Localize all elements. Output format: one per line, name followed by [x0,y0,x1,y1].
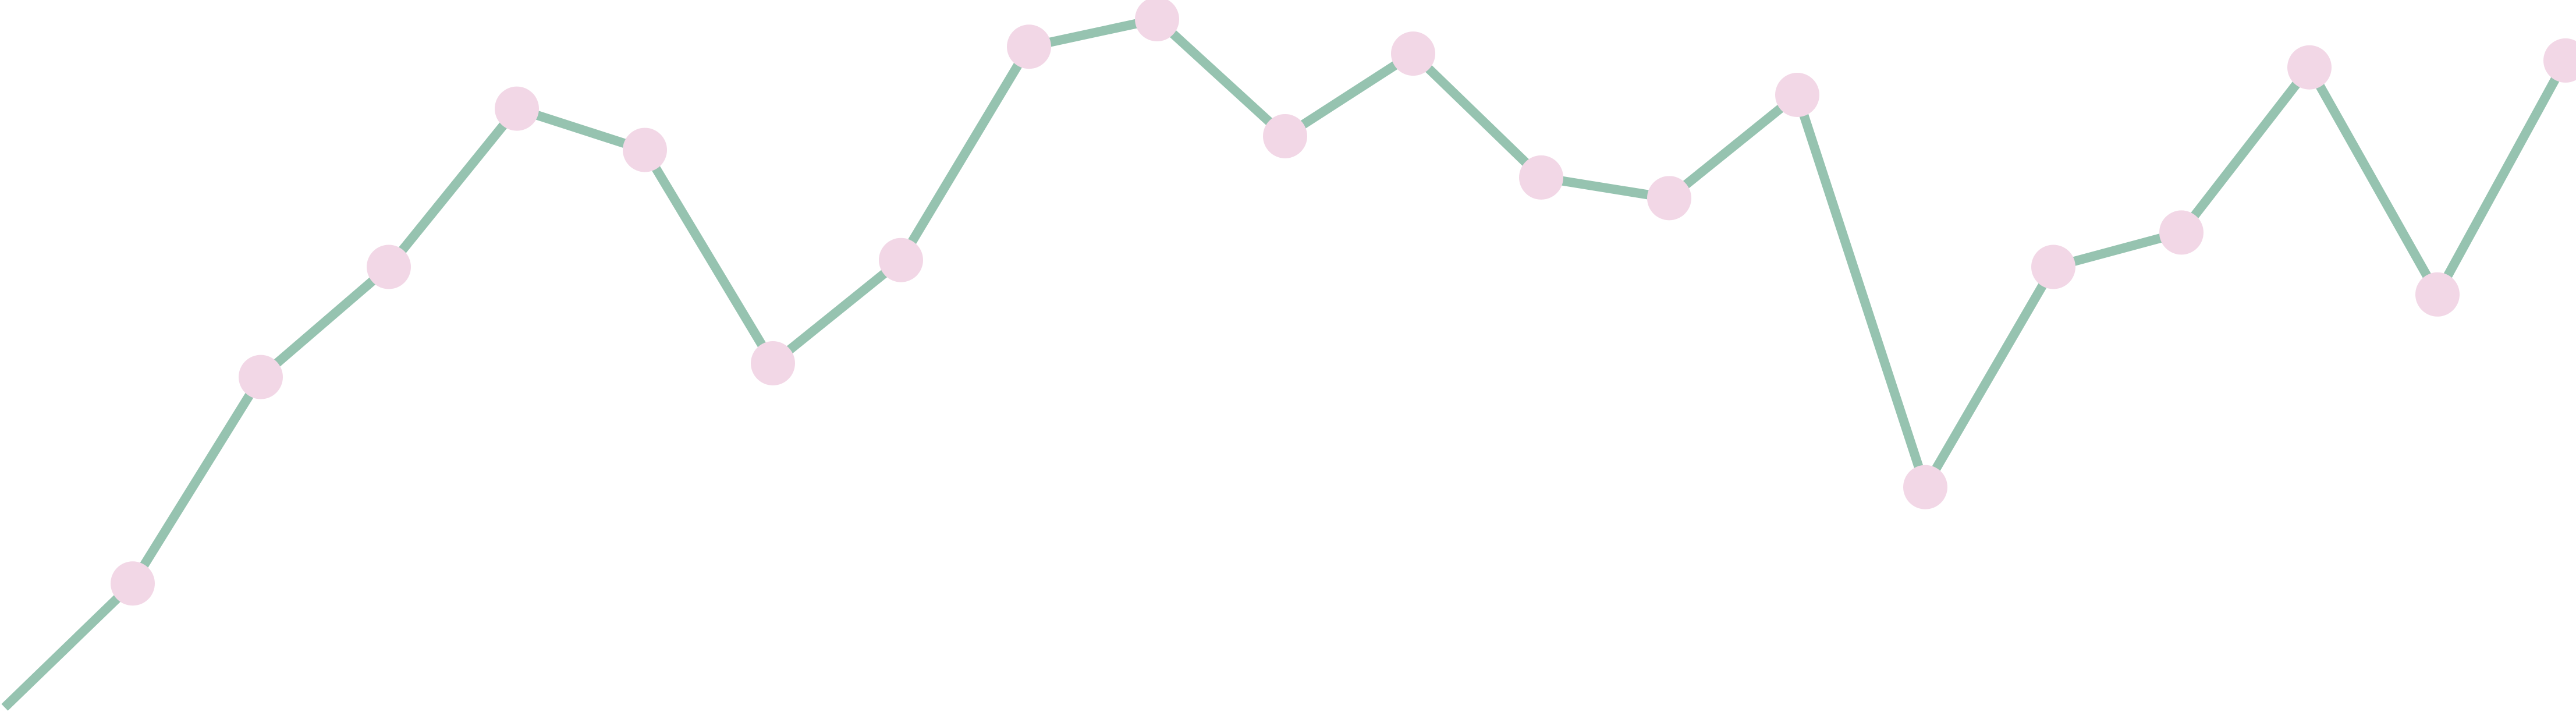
series-1-point-13 [1647,176,1691,221]
series-1-segment-4 [385,105,521,270]
series-1-point-20 [2543,38,2576,83]
series-lines [1,15,2570,711]
series-1-segment-8 [897,44,1033,263]
series-1-point-17 [2159,210,2204,255]
series-1-segment-5 [515,104,647,155]
series-1-point-2 [239,355,283,399]
series-1-segment-20 [2433,58,2570,297]
series-1-point-14 [1775,73,1819,118]
series-1-point-1 [111,561,155,606]
series-1-point-19 [2415,272,2460,317]
series-1-point-6 [751,341,795,385]
series-1-segment-10 [1154,16,1289,140]
series-1-point-18 [2287,45,2332,90]
series-1-point-7 [879,238,923,282]
series-1-point-11 [1391,31,1435,76]
series-1-segment-2 [129,374,265,586]
series-1-point-3 [367,245,411,289]
series-1-point-10 [1263,114,1307,158]
series-1-point-15 [1903,465,1947,509]
series-1-point-12 [1519,155,1563,200]
series-1-segment-6 [641,147,777,366]
series-1-segment-14 [1666,91,1801,202]
series-1-point-4 [495,86,539,131]
series-1-segment-3 [257,263,392,381]
series-1-point-5 [623,127,667,172]
series-1-segment-18 [2177,64,2314,236]
series-1-segment-11 [1282,49,1416,140]
series-1-segment-19 [2305,65,2442,297]
series-1-point-16 [2031,245,2075,289]
series-1-point-9 [1135,0,1179,41]
series-markers [111,0,2576,606]
series-1-point-8 [1007,24,1051,69]
series-1-segment-7 [769,256,904,367]
series-1-segment-15 [1793,93,1930,489]
series-1-segment-1 [1,580,136,711]
series-1-segment-16 [1921,264,2057,490]
series-1-segment-12 [1410,50,1545,181]
